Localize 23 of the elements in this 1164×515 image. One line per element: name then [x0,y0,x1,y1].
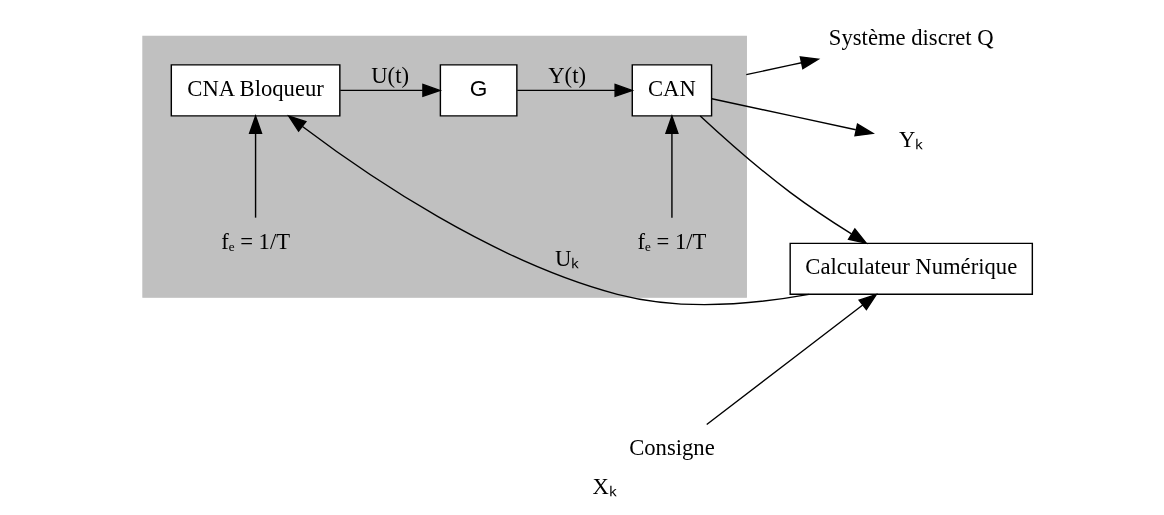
cluster [142,35,747,298]
node-text: Système discret Q [828,24,994,50]
edge-label: U(t) [371,63,409,89]
arrow [711,98,875,137]
arrow [287,114,810,306]
arrow [664,114,679,219]
node-box: G [439,64,518,117]
arrow [248,114,263,219]
arrow [745,56,821,76]
node-text: fₑ = 1/T [221,228,291,254]
arrow [699,115,868,245]
node-box: CNA Bloqueur [170,64,341,117]
node-text: Consigne [629,435,715,461]
node-box: Calculateur Numérique [789,242,1034,296]
arrow [706,293,878,426]
node-text: Yₖ [899,126,924,152]
arrow [339,83,443,98]
edge-label: Y(t) [548,63,586,89]
node-box: CAN [631,64,713,117]
node-label: Xₖ [592,473,617,499]
arrow [516,83,635,98]
node-text: fₑ = 1/T [637,228,707,254]
edge-label: Uₖ [554,245,580,271]
